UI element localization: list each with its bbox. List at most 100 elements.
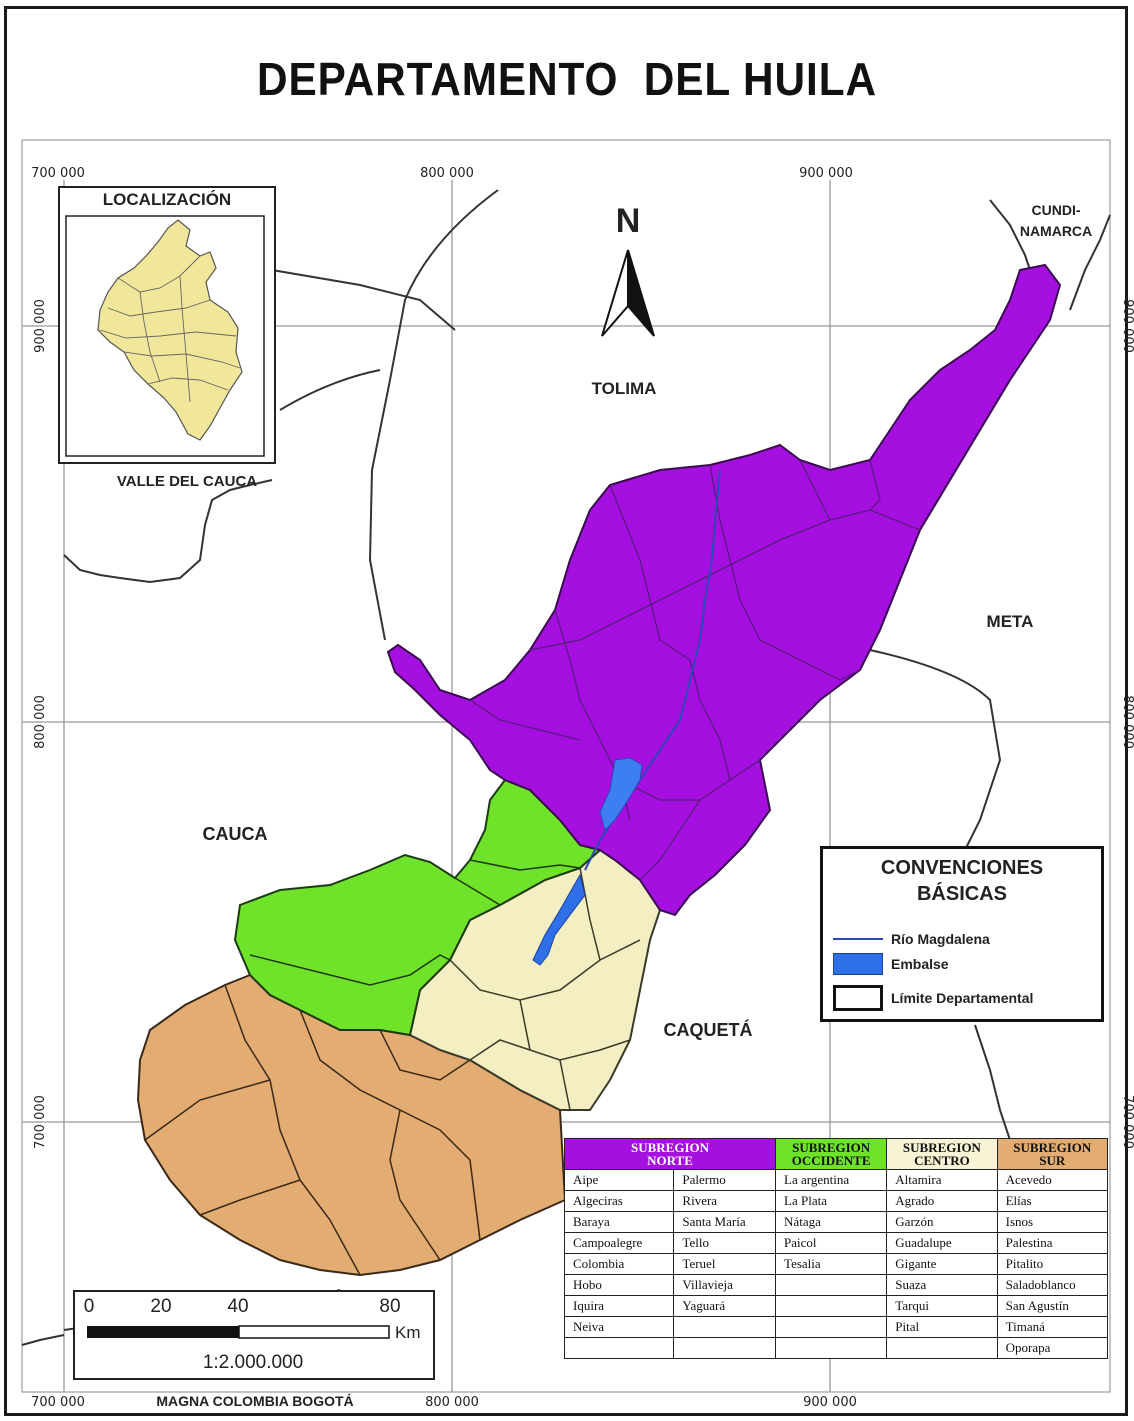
- header-sur-l1: SUBREGION: [1013, 1140, 1092, 1155]
- scale-tick-20: 20: [150, 1296, 171, 1317]
- coord-right-1: 900 000: [1120, 299, 1134, 353]
- table-cell: Campoalegre: [563, 1232, 675, 1254]
- inset-title: LOCALIZACIÓN: [102, 190, 232, 209]
- coord-right-2: 800 000: [1120, 695, 1134, 749]
- table-cell: La Plata: [775, 1190, 888, 1212]
- table-cell: Palermo: [673, 1169, 777, 1191]
- region-label-meta: META: [987, 612, 1034, 631]
- header-centro-l2: CENTRO: [914, 1153, 970, 1168]
- table-header-row: SUBREGION NORTE SUBREGION OCCIDENTE SUBR…: [563, 1138, 1109, 1170]
- table-cell: Timaná: [996, 1316, 1109, 1338]
- region-label-cauca: CAUCA: [203, 824, 268, 844]
- table-cell: Algeciras: [563, 1190, 675, 1212]
- region-label-cundinamarca-2: NAMARCA: [1020, 223, 1092, 239]
- table-cell: Suaza: [886, 1274, 998, 1296]
- legend-item-embalse: Embalse: [833, 953, 949, 975]
- scale-bar: 0 20 40 80 Km 1:2.000.000: [73, 1290, 435, 1380]
- region-label-cundinamarca-1: CUNDI-: [1032, 202, 1081, 218]
- table-cell: Elías: [996, 1190, 1109, 1212]
- table-cell: Hobo: [563, 1274, 675, 1296]
- coord-top-3: 900 000: [799, 166, 853, 181]
- legend-title-1: CONVENCIONES: [880, 857, 1044, 879]
- region-label-caqueta: CAQUETÁ: [664, 1019, 753, 1040]
- coord-left-3: 700 000: [33, 1095, 48, 1149]
- table-cell: Pital: [886, 1316, 998, 1338]
- page-title: DEPARTAMENTO DEL HUILA: [257, 53, 877, 105]
- table-cell: Agrado: [886, 1190, 998, 1212]
- legend-label-rio: Río Magdalena: [891, 931, 990, 947]
- region-label-valle: VALLE DEL CAUCA: [117, 473, 257, 490]
- table-row: Oporapa: [563, 1337, 1109, 1359]
- table-cell: Oporapa: [996, 1337, 1109, 1359]
- table-cell: Iquira: [563, 1295, 675, 1317]
- scale-ratio: 1:2.000.000: [203, 1352, 303, 1373]
- table-cell: San Agustín: [996, 1295, 1109, 1317]
- table-cell: Rivera: [673, 1190, 777, 1212]
- header-centro-l1: SUBREGION: [902, 1140, 981, 1155]
- table-cell: Nátaga: [775, 1211, 888, 1233]
- table-cell: Garzón: [886, 1211, 998, 1233]
- scale-bar-graphic: 0 20 40 80 Km 1:2.000.000: [84, 1296, 421, 1373]
- datum-label: MAGNA COLOMBIA BOGOTÁ: [156, 1393, 353, 1409]
- north-label: N: [616, 202, 641, 240]
- table-cell: Isnos: [996, 1211, 1109, 1233]
- north-arrow: [601, 249, 655, 337]
- table-cell: Guadalupe: [886, 1232, 998, 1254]
- river-swatch-icon: [833, 938, 883, 940]
- scale-tick-0: 0: [84, 1296, 95, 1317]
- table-cell: Teruel: [673, 1253, 777, 1275]
- coord-top-2: 800 000: [420, 166, 474, 181]
- header-occidente-l1: SUBREGION: [792, 1140, 871, 1155]
- header-occidente: SUBREGION OCCIDENTE: [775, 1138, 888, 1170]
- coord-bottom-1: 700 000: [31, 1395, 85, 1410]
- table-cell: Acevedo: [996, 1169, 1109, 1191]
- table-cell: [886, 1337, 998, 1359]
- header-norte-l1: SUBREGION: [631, 1140, 710, 1155]
- table-cell: Paicol: [775, 1232, 888, 1254]
- legend-item-rio: Río Magdalena: [833, 931, 990, 947]
- scale-tick-80: 80: [379, 1296, 400, 1317]
- table-cell: Santa María: [673, 1211, 777, 1233]
- header-norte-l2: NORTE: [647, 1153, 693, 1168]
- legend-label-limite: Límite Departamental: [891, 990, 1034, 1006]
- table-cell: Pitalito: [996, 1253, 1109, 1275]
- table-cell: La argentina: [775, 1169, 888, 1191]
- table-cell: Baraya: [563, 1211, 675, 1233]
- table-cell: [563, 1337, 675, 1359]
- scale-unit: Km: [395, 1323, 421, 1342]
- table-cell: Villavieja: [673, 1274, 777, 1296]
- table-cell: Tello: [673, 1232, 777, 1254]
- table-cell: [775, 1274, 888, 1296]
- table-cell: Tarqui: [886, 1295, 998, 1317]
- legend-label-embalse: Embalse: [891, 956, 949, 972]
- legend-title-2: BÁSICAS: [916, 883, 1007, 905]
- scale-tick-40: 40: [227, 1296, 248, 1317]
- header-occidente-l2: OCCIDENTE: [791, 1153, 871, 1168]
- header-norte: SUBREGION NORTE: [563, 1138, 777, 1170]
- table-cell: Neiva: [563, 1316, 675, 1338]
- table-cell: Aipe: [563, 1169, 675, 1191]
- table-cell: Saladoblanco: [996, 1274, 1109, 1296]
- reservoir-betania: [532, 873, 586, 966]
- table-cell: [775, 1295, 888, 1317]
- header-sur: SUBREGION SUR: [996, 1138, 1109, 1170]
- map-area-border: [21, 139, 1111, 1393]
- limite-swatch-icon: [833, 985, 883, 1011]
- reservoir-norte: [599, 757, 643, 831]
- table-cell: Altamira: [886, 1169, 998, 1191]
- table-cell: Palestina: [996, 1232, 1109, 1254]
- coord-top-1: 700 000: [31, 166, 85, 181]
- coord-right-3: 700 000: [1120, 1095, 1134, 1149]
- legend: CONVENCIONES BÁSICAS Río Magdalena Embal…: [820, 846, 1104, 1022]
- region-label-tolima: TOLIMA: [592, 379, 657, 398]
